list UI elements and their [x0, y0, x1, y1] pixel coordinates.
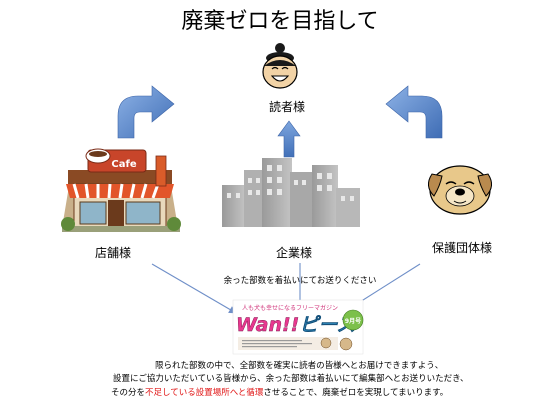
node-label-companies: 企業様: [276, 245, 312, 260]
note-line-3-post: させることで、廃棄ゼロを実現してまいります。: [263, 387, 448, 398]
curved-arrow-right: [385, 85, 443, 139]
note-line-1: 限られた部数の中で、全部数を確実に読者の皆様へとお届けできますよう、: [155, 360, 443, 371]
note-highlight: 不足している設置場所へと循環: [145, 387, 264, 398]
note-line-3-pre: その分を: [111, 388, 145, 398]
flow-arrow-shelters: [351, 263, 421, 308]
node-label-stores: 店舗様: [95, 246, 131, 260]
magazine-logo-latin: Wan!!: [236, 314, 299, 336]
node-label-readers: 読者様: [269, 99, 305, 114]
magazine-logo: 人も犬も幸せになるフリーマガジン Wan!!ピース 9月号: [232, 299, 364, 355]
reader-face-icon: [262, 43, 298, 89]
dog-face-icon: [428, 165, 492, 215]
note-line-3: その分を不足している設置場所へと循環させることで、廃棄ゼロを実現してまいります。: [111, 387, 448, 398]
note-line-2: 設置にご協力いただいている皆様から、余った部数は着払いにて編集部へとお送りいただ…: [113, 373, 469, 384]
up-arrow: [277, 120, 301, 158]
magazine-tagline: 人も犬も幸せになるフリーマガジン: [242, 304, 338, 312]
cafe-store-icon: Cafe: [61, 148, 181, 232]
cafe-sign-text: Cafe: [111, 159, 136, 170]
node-label-shelters: 保護団体様: [432, 240, 492, 255]
slide-title: 廃棄ゼロを目指して: [181, 9, 378, 34]
magazine-logo-kana: ピース: [299, 314, 355, 336]
office-buildings-icon: [222, 158, 360, 227]
magazine-stamp: 9月号: [345, 317, 361, 325]
curved-arrow-left: [117, 85, 175, 139]
magazine-logo-text: Wan!!ピース: [236, 314, 355, 336]
flow-arrow-stores: [151, 263, 237, 314]
